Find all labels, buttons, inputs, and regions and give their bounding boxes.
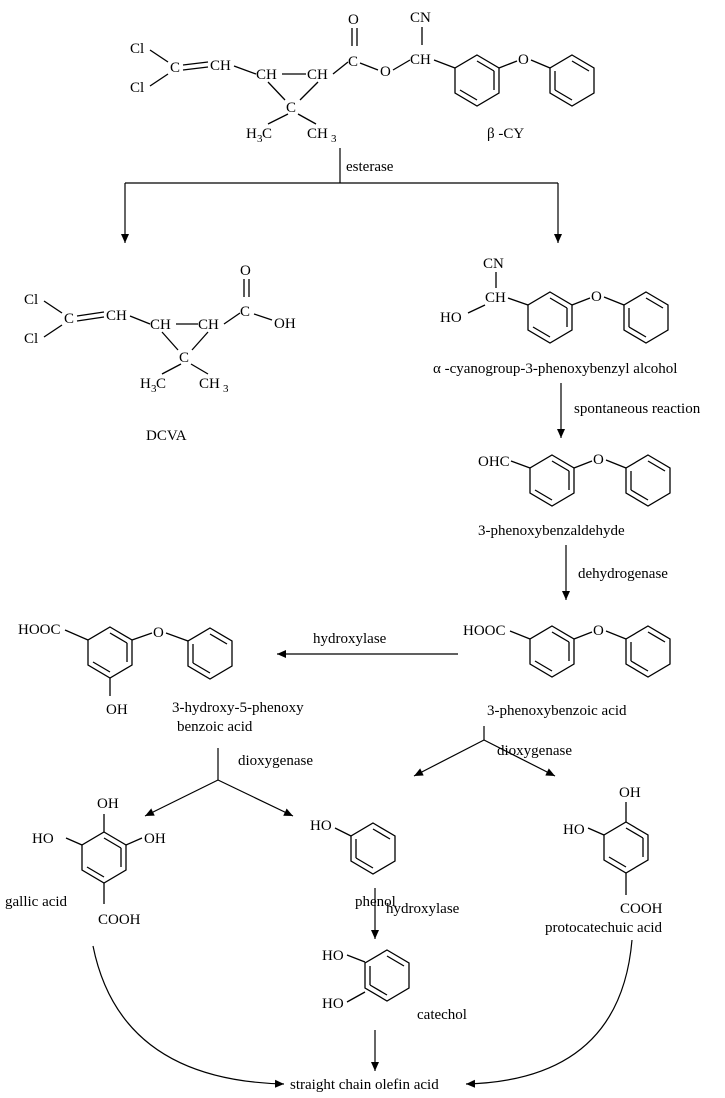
atom-c: C xyxy=(64,311,74,327)
atom-ch: CH xyxy=(307,126,328,142)
label-protocatechuic: protocatechuic acid xyxy=(545,920,663,936)
subscript-3: 3 xyxy=(223,383,229,395)
atom-h: H xyxy=(140,376,151,392)
atom-ch: CH xyxy=(198,317,219,333)
subscript-3: 3 xyxy=(331,133,337,145)
enzyme-dioxygenase: dioxygenase xyxy=(238,753,313,769)
atom-oh: OH xyxy=(97,796,119,812)
beta-cy-structure: Cl Cl C CH CH CH C H 3 C CH 3 C O O CH C… xyxy=(130,10,595,145)
atom-ch: CH xyxy=(256,67,277,83)
atom-ch: CH xyxy=(307,67,328,83)
phenol-structure: HO xyxy=(310,818,396,875)
atom-o: O xyxy=(593,452,604,468)
atom-c: C xyxy=(179,350,189,366)
dcva-structure: Cl Cl C CH CH CH C H 3 C CH 3 C O OH xyxy=(24,263,296,395)
protocatechuic-structure: OH HO COOH xyxy=(563,785,663,917)
atom-ho: HO xyxy=(32,831,54,847)
aldehyde-structure: OHC O xyxy=(478,452,671,507)
atom-hooc: HOOC xyxy=(463,623,506,639)
atom-cl: Cl xyxy=(24,292,38,308)
atom-o: O xyxy=(153,625,164,641)
atom-ch: CH xyxy=(485,290,506,306)
atom-o: O xyxy=(380,64,391,80)
hydroxy-pba-structure: HOOC OH O xyxy=(18,622,233,718)
atom-c: C xyxy=(262,126,272,142)
subscript-3: 3 xyxy=(257,133,263,145)
atom-o: O xyxy=(518,52,529,68)
atom-oh: OH xyxy=(274,316,296,332)
atom-ch: CH xyxy=(150,317,171,333)
atom-h: H xyxy=(246,126,257,142)
atom-oh: OH xyxy=(619,785,641,801)
atom-ohc: OHC xyxy=(478,454,510,470)
atom-cl: Cl xyxy=(130,80,144,96)
atom-c: C xyxy=(240,304,250,320)
label-final-product: straight chain olefin acid xyxy=(290,1077,439,1093)
atom-ch: CH xyxy=(410,52,431,68)
pba-structure: HOOC O xyxy=(463,623,671,678)
label-catechol: catechol xyxy=(417,1007,467,1023)
label-hydroxy-pba: 3-hydroxy-5-phenoxy xyxy=(172,700,304,716)
atom-ch: CH xyxy=(210,58,231,74)
enzyme-spontaneous: spontaneous reaction xyxy=(574,401,701,417)
enzyme-hydroxylase: hydroxylase xyxy=(313,631,387,647)
gallic-acid-structure: OH HO OH COOH xyxy=(32,796,166,928)
atom-o: O xyxy=(593,623,604,639)
atom-cn: CN xyxy=(483,256,504,272)
atom-ch: CH xyxy=(106,308,127,324)
atom-hooc: HOOC xyxy=(18,622,61,638)
atom-ho: HO xyxy=(563,822,585,838)
atom-c: C xyxy=(286,100,296,116)
atom-cooh: COOH xyxy=(98,912,141,928)
atom-c: C xyxy=(170,60,180,76)
label-gallic-acid: gallic acid xyxy=(5,894,68,910)
label-pba: 3-phenoxybenzoic acid xyxy=(487,703,627,719)
enzyme-hydroxylase: hydroxylase xyxy=(386,901,460,917)
atom-c: C xyxy=(348,54,358,70)
label-hydroxy-pba: benzoic acid xyxy=(177,719,253,735)
atom-ho: HO xyxy=(322,996,344,1012)
atom-ho: HO xyxy=(310,818,332,834)
atom-oh: OH xyxy=(144,831,166,847)
cyano-alcohol-structure: CN CH HO O xyxy=(440,256,669,344)
label-cyano-alcohol: α -cyanogroup-3-phenoxybenzyl alcohol xyxy=(433,361,677,377)
label-aldehyde: 3-phenoxybenzaldehyde xyxy=(478,523,625,539)
atom-o: O xyxy=(348,12,359,28)
atom-o: O xyxy=(591,289,602,305)
enzyme-dehydrogenase: dehydrogenase xyxy=(578,566,668,582)
subscript-3: 3 xyxy=(151,383,157,395)
atom-cl: Cl xyxy=(130,41,144,57)
atom-oh: OH xyxy=(106,702,128,718)
atom-cooh: COOH xyxy=(620,901,663,917)
atom-c: C xyxy=(156,376,166,392)
atom-ho: HO xyxy=(440,310,462,326)
label-beta-cy: β -CY xyxy=(487,126,524,142)
atom-cl: Cl xyxy=(24,331,38,347)
atom-ch: CH xyxy=(199,376,220,392)
catechol-structure: HO HO xyxy=(322,948,410,1012)
atom-cn: CN xyxy=(410,10,431,26)
label-dcva: DCVA xyxy=(146,428,187,444)
atom-ho: HO xyxy=(322,948,344,964)
atom-o: O xyxy=(240,263,251,279)
enzyme-esterase: esterase xyxy=(346,159,394,175)
enzyme-dioxygenase: dioxygenase xyxy=(497,743,572,759)
